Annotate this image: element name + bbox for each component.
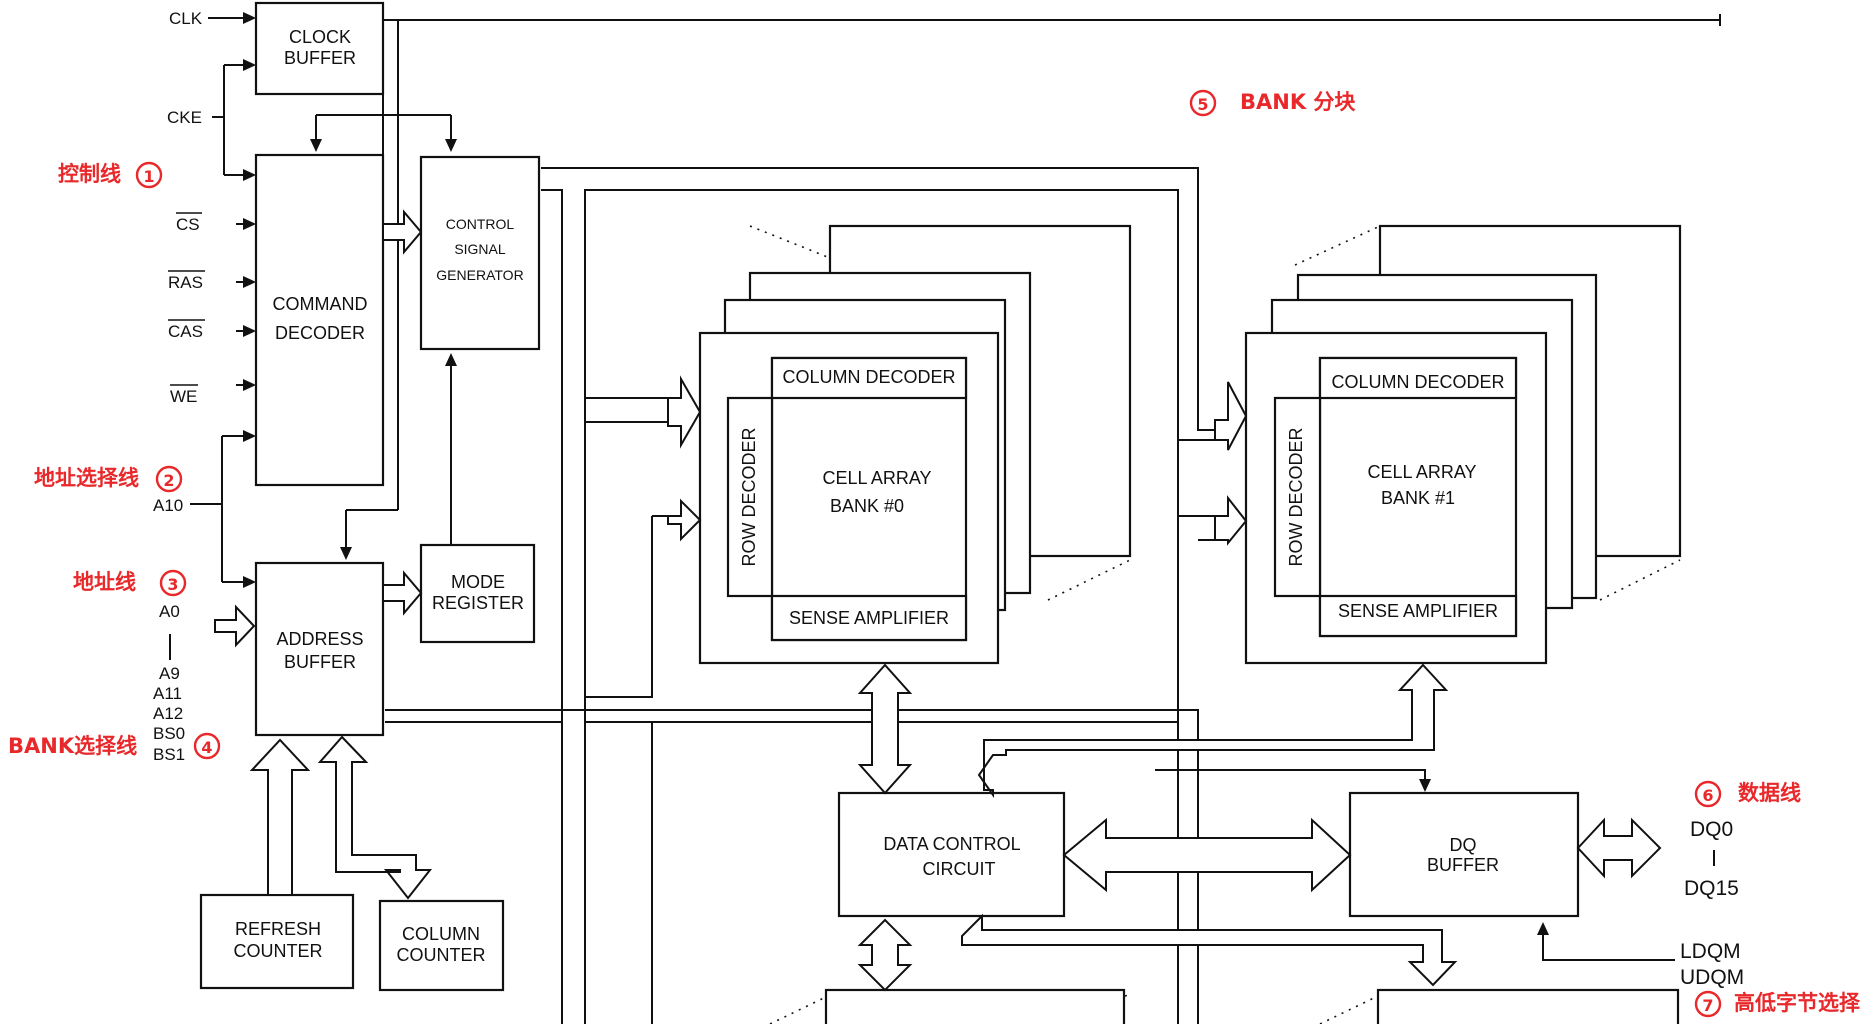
svg-text:COLUMN: COLUMN	[402, 924, 480, 944]
svg-text:BUFFER: BUFFER	[284, 652, 356, 672]
annotation-bank-blocks: BANK 分块	[1240, 90, 1356, 114]
svg-text:3: 3	[167, 575, 178, 594]
command-decoder: COMMAND DECODER	[254, 153, 385, 487]
bank1-column-decoder: COLUMN DECODER	[1331, 372, 1504, 392]
cas-label: CAS	[168, 322, 203, 341]
column-counter: COLUMN COUNTER	[378, 899, 505, 992]
control-signal-generator: CONTROL SIGNAL GENERATOR	[419, 155, 541, 351]
a12-label: A12	[153, 704, 183, 723]
svg-text:COUNTER: COUNTER	[234, 941, 323, 961]
bank0-row-decoder: ROW DECODER	[739, 428, 759, 567]
svg-text:MODE: MODE	[451, 572, 505, 592]
svg-text:DECODER: DECODER	[275, 323, 365, 343]
svg-text:1: 1	[143, 167, 154, 186]
svg-text:DQ: DQ	[1450, 835, 1477, 855]
bs1-label: BS1	[153, 745, 185, 764]
a0-label: A0	[159, 602, 180, 621]
data-control-circuit: DATA CONTROL CIRCUIT	[837, 791, 1066, 918]
bank1: COLUMN DECODER ROW DECODER CELL ARRAY BA…	[1273, 356, 1518, 638]
a9-label: A9	[159, 664, 180, 683]
dq15-label: DQ15	[1684, 877, 1739, 900]
a10-label: A10	[153, 496, 183, 515]
bank0: COLUMN DECODER ROW DECODER CELL ARRAY BA…	[726, 356, 968, 642]
bank0-cell-array-line2: BANK #0	[830, 496, 904, 516]
refresh-counter: REFRESH COUNTER	[199, 893, 355, 990]
annotations: 控制线 1 地址选择线 2 地址线 3 BANK选择线 4 5 BANK 分块 …	[8, 89, 1861, 1018]
bank0-column-decoder: COLUMN DECODER	[782, 367, 955, 387]
svg-text:GENERATOR: GENERATOR	[436, 267, 523, 283]
wiring	[190, 12, 1721, 1024]
clk-label: CLK	[169, 9, 203, 28]
svg-text:DATA CONTROL: DATA CONTROL	[883, 834, 1020, 854]
svg-text:REFRESH: REFRESH	[235, 919, 321, 939]
annotation-control-lines: 控制线	[58, 162, 121, 186]
clock-buffer: CLOCK BUFFER	[254, 1, 385, 96]
bank1-sense-amplifier: SENSE AMPLIFIER	[1338, 601, 1498, 621]
a11-label: A11	[153, 684, 182, 703]
svg-text:ADDRESS: ADDRESS	[276, 629, 363, 649]
udqm-label: UDQM	[1680, 966, 1744, 989]
annotation-byte-select: 高低字节选择	[1734, 991, 1861, 1015]
svg-text:2: 2	[163, 471, 174, 490]
we-label: WE	[170, 387, 197, 406]
svg-text:CIRCUIT: CIRCUIT	[923, 859, 996, 879]
bank1-row-decoder: ROW DECODER	[1286, 428, 1306, 567]
ras-label: RAS	[168, 273, 203, 292]
bank1-cell-array-line2: BANK #1	[1381, 488, 1455, 508]
svg-text:6: 6	[1702, 786, 1713, 805]
cke-label: CKE	[167, 108, 202, 127]
bank0-cell-array-line1: CELL ARRAY	[822, 468, 931, 488]
ldqm-label: LDQM	[1680, 940, 1741, 963]
svg-text:COUNTER: COUNTER	[397, 945, 486, 965]
annotation-bank-select: BANK选择线	[8, 734, 137, 758]
svg-text:REGISTER: REGISTER	[432, 593, 524, 613]
svg-text:4: 4	[201, 738, 212, 757]
svg-text:CONTROL: CONTROL	[446, 216, 515, 232]
cs-label: CS	[176, 215, 200, 234]
svg-text:SIGNAL: SIGNAL	[454, 241, 506, 257]
bottom-bank-stacks	[824, 988, 1680, 1024]
annotation-data-lines: 数据线	[1738, 781, 1801, 805]
signal-labels: CLK CKE CS RAS CAS WE A10 A0 A9 A11 A12 …	[153, 9, 1744, 989]
svg-text:COMMAND: COMMAND	[273, 294, 368, 314]
annotation-address-select: 地址选择线	[34, 466, 139, 490]
bank1-cell-array-line1: CELL ARRAY	[1367, 462, 1476, 482]
bs0-label: BS0	[153, 724, 185, 743]
svg-text:7: 7	[1702, 996, 1713, 1015]
address-buffer: ADDRESS BUFFER	[254, 561, 385, 737]
svg-text:BUFFER: BUFFER	[1427, 855, 1499, 875]
svg-text:5: 5	[1197, 95, 1208, 114]
mode-register: MODE REGISTER	[419, 543, 536, 644]
dq0-label: DQ0	[1690, 818, 1733, 841]
bank0-sense-amplifier: SENSE AMPLIFIER	[789, 608, 949, 628]
svg-text:BUFFER: BUFFER	[284, 48, 356, 68]
bus-arrows	[214, 209, 1662, 992]
annotation-address-lines: 地址线	[73, 570, 136, 594]
svg-text:CLOCK: CLOCK	[289, 27, 351, 47]
dq-buffer: DQ BUFFER	[1348, 791, 1580, 918]
